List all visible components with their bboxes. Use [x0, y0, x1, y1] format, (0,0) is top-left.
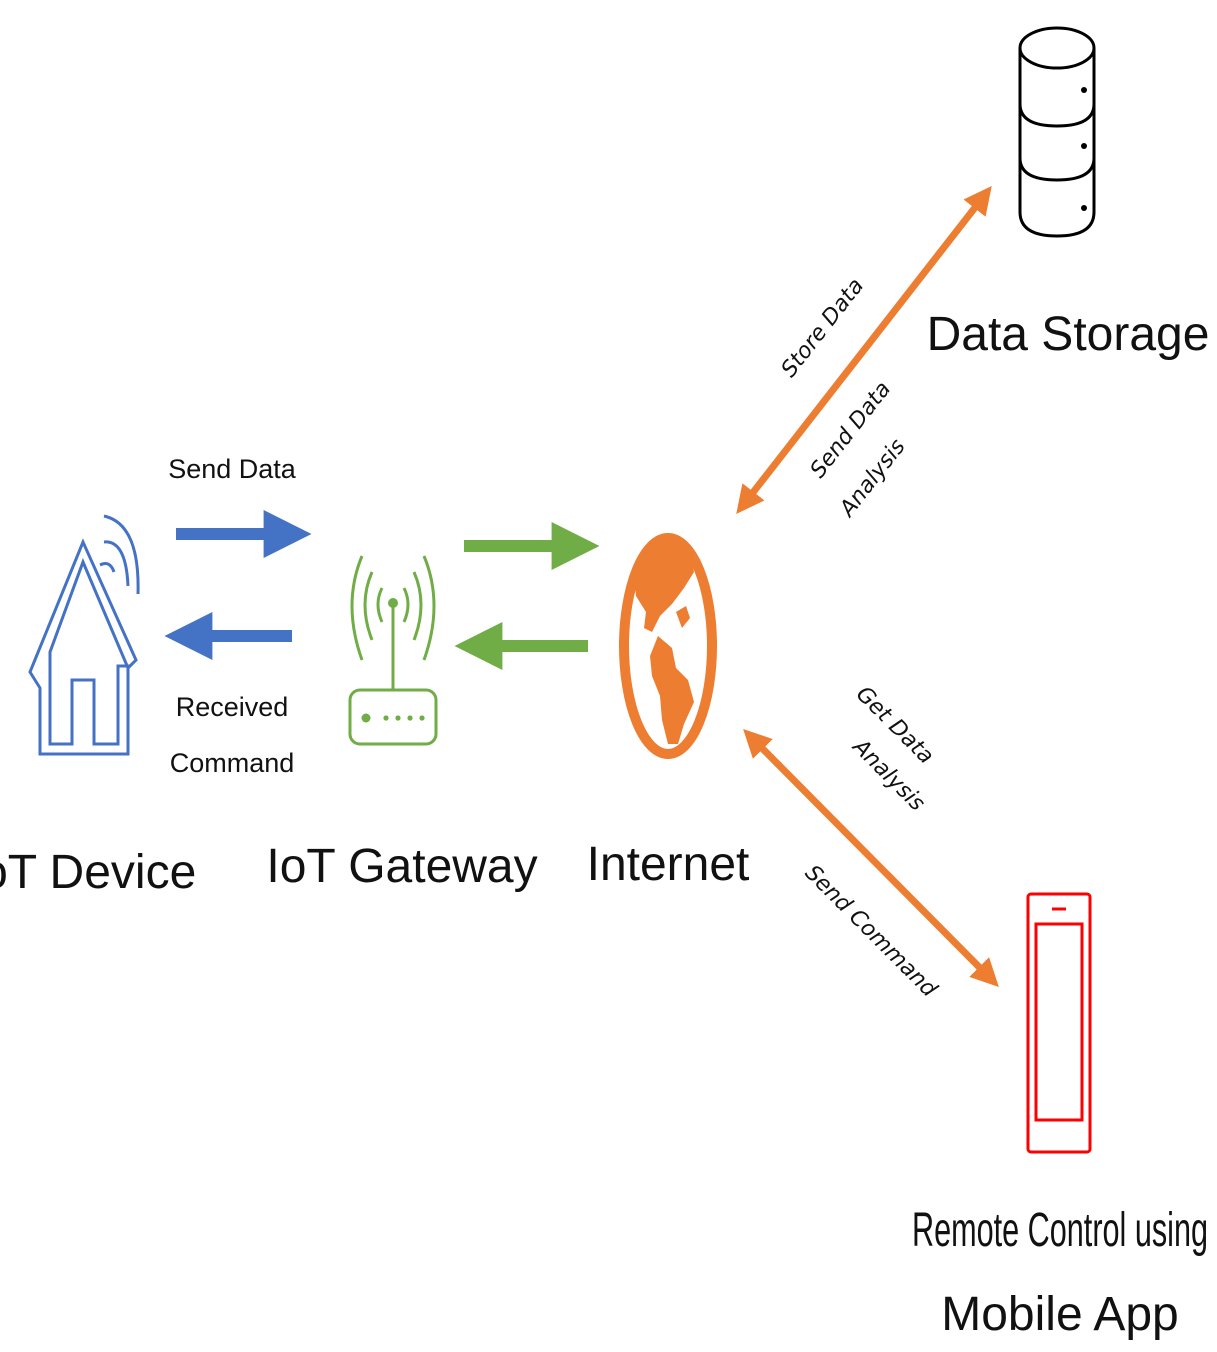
database-icon [1018, 26, 1096, 238]
smartphone-icon [1026, 892, 1092, 1154]
internet-storage-arrow [736, 186, 992, 514]
house-wifi-icon [28, 514, 140, 756]
router-icon [348, 555, 438, 746]
send-data-label: Send Data [168, 454, 297, 484]
mobile-app-label-line2: Mobile App [941, 1288, 1179, 1341]
internet-mobile-arrow [743, 729, 999, 987]
iot-gateway-label: IoT Gateway [266, 840, 537, 893]
internet-label: Internet [587, 838, 750, 891]
iot-device-label: IoT Device [0, 846, 196, 899]
data-storage-label: Data Storage [927, 308, 1210, 361]
received-label: Received [176, 692, 289, 722]
mobile-app-label-line1: Remote Control using [912, 1204, 1208, 1257]
command-label: Command [170, 748, 295, 778]
send-command-label: Send Command [800, 861, 942, 1003]
globe-icon [619, 533, 717, 759]
